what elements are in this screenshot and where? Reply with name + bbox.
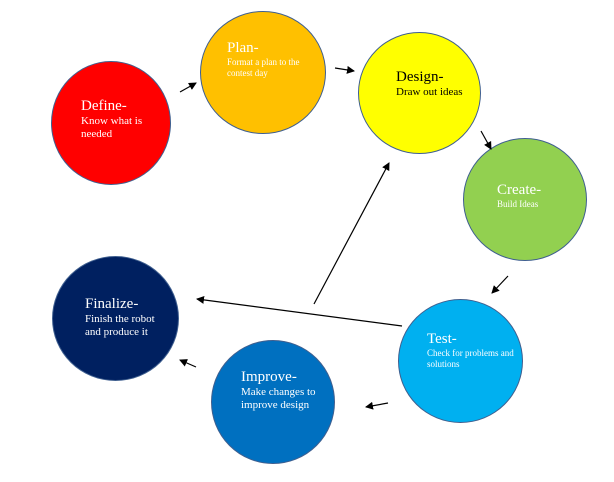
arrow-finalize-to-design: [313, 162, 390, 305]
design-label: Design- Draw out ideas: [396, 69, 471, 99]
plan-title: Plan-: [227, 40, 259, 56]
arrow-test-to-finalize: [196, 295, 403, 327]
design-title: Design-: [396, 69, 444, 85]
arrow-design-to-create: [480, 130, 492, 150]
design-circle: [358, 32, 481, 154]
finalize-title: Finalize-: [85, 296, 139, 312]
improve-title: Improve-: [241, 369, 297, 385]
create-circle: [463, 138, 587, 261]
finalize-label: Finalize- Finish the robot and produce i…: [85, 296, 170, 339]
define-description: Know what is needed: [81, 115, 143, 140]
improve-label: Improve- Make changes to improve design: [241, 369, 321, 412]
arrow-create-to-test: [491, 275, 509, 294]
test-title: Test-: [427, 331, 457, 347]
create-label: Create- Build Ideas: [497, 182, 577, 210]
create-description: Build Ideas: [497, 199, 539, 210]
finalize-description: Finish the robot and produce it: [85, 313, 155, 338]
define-label: Define- Know what is needed: [81, 98, 166, 141]
design-description: Draw out ideas: [396, 86, 463, 99]
plan-circle: [200, 11, 326, 134]
define-title: Define-: [81, 98, 127, 114]
arrow-test-to-improve: [365, 401, 389, 410]
finalize-circle: [52, 256, 179, 381]
plan-description: Format a plan to the contest day: [227, 57, 300, 79]
improve-description: Make changes to improve design: [241, 386, 316, 411]
improve-circle: [211, 340, 335, 464]
create-title: Create-: [497, 182, 542, 198]
test-circle: [398, 299, 523, 423]
test-label: Test- Check for problems and solutions: [427, 331, 515, 370]
test-description: Check for problems and solutions: [427, 348, 514, 370]
define-circle: [51, 61, 171, 185]
arrow-plan-to-design: [334, 65, 355, 74]
plan-label: Plan- Format a plan to the contest day: [227, 40, 312, 79]
arrow-define-to-plan: [179, 82, 197, 93]
arrow-improve-to-finalize: [179, 359, 197, 368]
